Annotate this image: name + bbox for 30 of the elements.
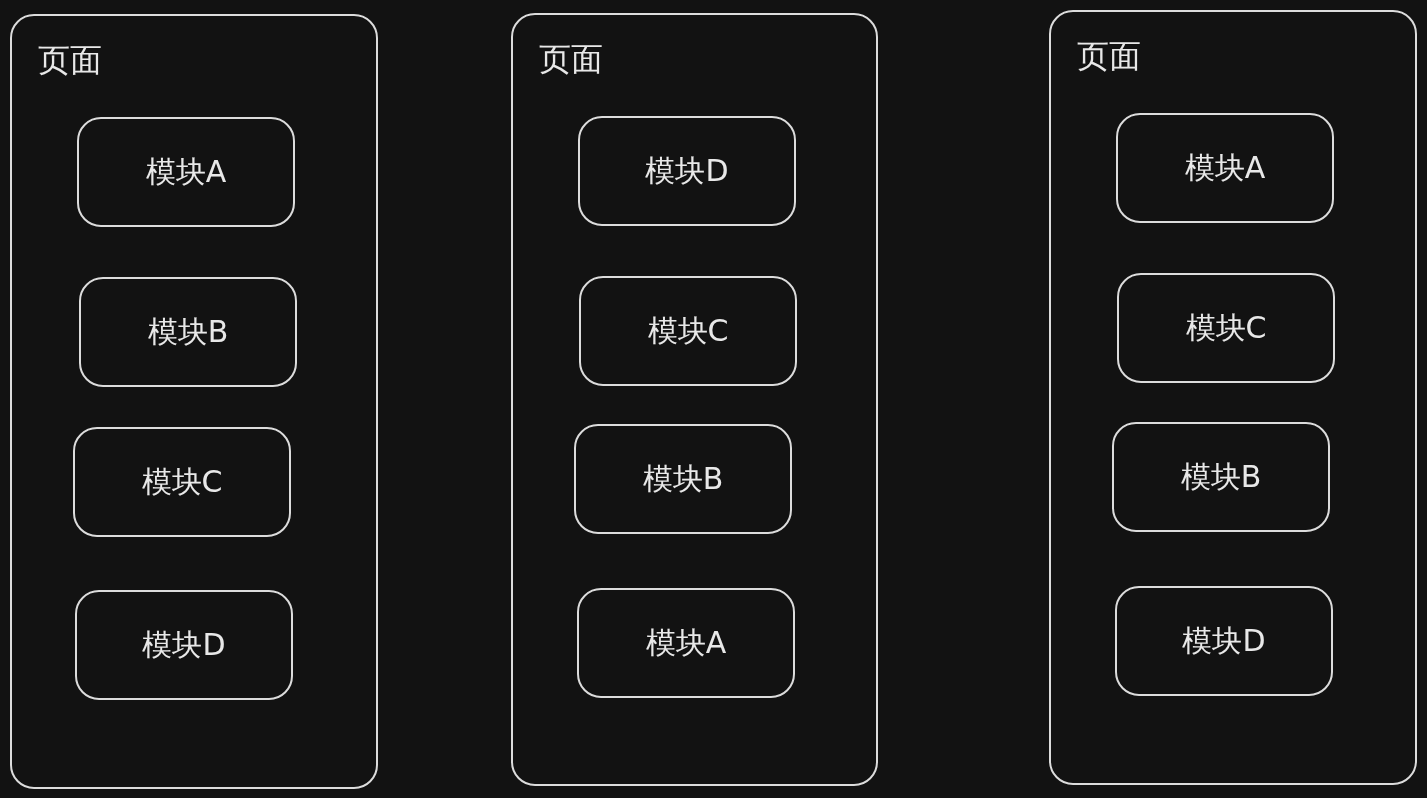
- page-title: 页面: [38, 40, 102, 80]
- module-box: [1117, 273, 1335, 383]
- module-box: [579, 276, 797, 386]
- module-box: [574, 424, 792, 534]
- module-box: [75, 590, 293, 700]
- module-label: 模块B: [1180, 458, 1262, 496]
- module-box: [77, 117, 295, 227]
- module-label: 模块B: [147, 313, 229, 351]
- page-title: 页面: [539, 39, 603, 79]
- module-label: 模块B: [642, 460, 724, 498]
- module-label: 模块D: [1182, 622, 1266, 660]
- module-label: 模块C: [1185, 309, 1267, 347]
- module-label: 模块C: [141, 463, 223, 501]
- page-panel: [10, 14, 378, 789]
- page-title: 页面: [1077, 36, 1141, 76]
- page-panel: [511, 13, 878, 786]
- module-box: [1115, 586, 1333, 696]
- page-panel: [1049, 10, 1417, 785]
- module-box: [1116, 113, 1334, 223]
- module-label: 模块C: [647, 312, 729, 350]
- module-label: 模块D: [645, 152, 729, 190]
- module-box: [73, 427, 291, 537]
- module-label: 模块D: [142, 626, 226, 664]
- module-box: [1112, 422, 1330, 532]
- module-label: 模块A: [645, 624, 727, 662]
- module-label: 模块A: [1184, 149, 1266, 187]
- module-box: [578, 116, 796, 226]
- module-box: [79, 277, 297, 387]
- module-label: 模块A: [145, 153, 227, 191]
- module-box: [577, 588, 795, 698]
